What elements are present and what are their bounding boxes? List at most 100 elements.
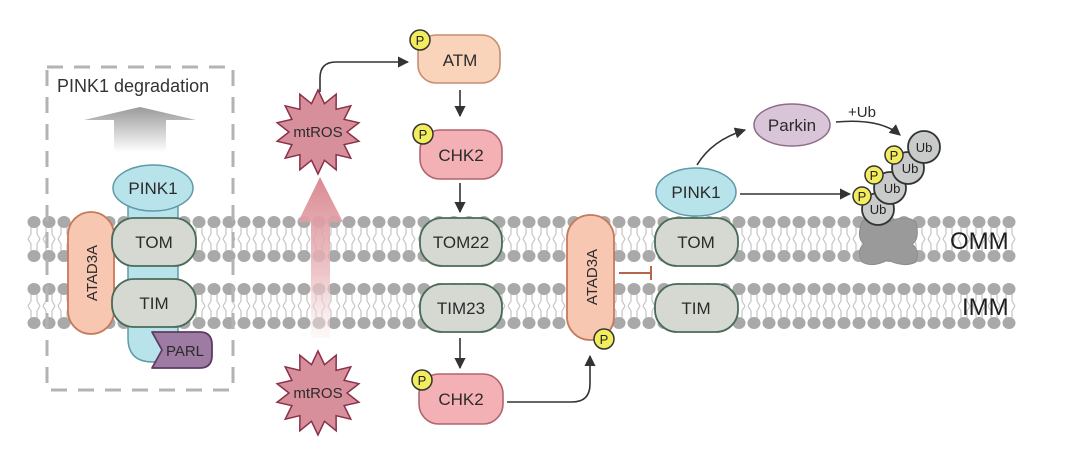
lipid-head: [972, 250, 986, 262]
atad3a-right: ATAD3A: [566, 214, 615, 341]
lipid-head: [987, 250, 1001, 262]
lipid-head: [402, 317, 416, 329]
lipid-head: [342, 250, 356, 262]
lipid-head: [207, 317, 221, 329]
lipid-head: [192, 216, 206, 228]
svg-text:P: P: [858, 189, 867, 204]
lipid-head: [957, 283, 971, 295]
lipid-head: [1002, 283, 1016, 295]
lipid-head: [912, 283, 926, 295]
pink1-degradation-box: [45, 65, 235, 392]
svg-text:Ub: Ub: [902, 161, 919, 176]
lipid-head: [987, 283, 1001, 295]
svg-text:TOM22: TOM22: [433, 233, 489, 252]
omm-substrate-protein: [858, 217, 918, 266]
lipid-head: [627, 317, 641, 329]
lipid-head: [282, 250, 296, 262]
lipid-head: [522, 317, 536, 329]
parkin-ubiquitination-arrow: [835, 120, 901, 136]
degradation-arrow-icon: [84, 107, 196, 152]
lipid-head: [537, 250, 551, 262]
lipid-head: [897, 317, 911, 329]
lipid-head: [327, 283, 341, 295]
chk2-top: CHK2: [419, 129, 503, 180]
lipid-head: [342, 283, 356, 295]
lipid-head: [612, 317, 626, 329]
lipid-head: [237, 250, 251, 262]
phospho-atad3a: P: [593, 328, 615, 350]
pink1-degradation-label: PINK1 degradation: [57, 76, 209, 96]
pink1-to-parkin-arrow: [696, 127, 747, 166]
lipid-head: [42, 317, 56, 329]
svg-text:P: P: [418, 373, 427, 388]
omm-label: OMM: [950, 228, 1009, 255]
lipid-head: [642, 216, 656, 228]
lipid-head: [612, 250, 626, 262]
lipid-head: [747, 216, 761, 228]
atad3a-inhibits-tom-tim: [619, 266, 652, 280]
lipid-head: [267, 250, 281, 262]
tom22: TOM22: [419, 217, 503, 267]
lipid-head: [957, 216, 971, 228]
svg-text:TIM23: TIM23: [437, 299, 485, 318]
lipid-head: [987, 216, 1001, 228]
lipid-head: [807, 283, 821, 295]
lipid-head: [27, 283, 41, 295]
lipid-head: [552, 317, 566, 329]
lipid-head: [762, 250, 776, 262]
lipid-head: [627, 216, 641, 228]
lipid-head: [867, 317, 881, 329]
lipid-head: [837, 250, 851, 262]
lipid-head: [822, 250, 836, 262]
mtros-to-atm-arrow: [319, 56, 410, 92]
svg-text:P: P: [890, 148, 899, 163]
lipid-head: [792, 250, 806, 262]
chk2-to-atad3a-arrow: [507, 354, 596, 403]
svg-text:P: P: [600, 332, 609, 347]
phospho-chk2-top: P: [412, 123, 434, 145]
lipid-head: [387, 250, 401, 262]
imm-label: IMM: [962, 294, 1009, 321]
lipid-head: [252, 283, 266, 295]
ub-4: Ub: [907, 130, 941, 164]
lipid-head: [267, 283, 281, 295]
tim-right: TIM: [654, 283, 739, 333]
lipid-head: [1002, 317, 1016, 329]
lipid-head: [792, 317, 806, 329]
lipid-head: [852, 283, 866, 295]
lipid-head: [297, 317, 311, 329]
phospho-ub-3: P: [884, 145, 904, 165]
lipid-head: [507, 283, 521, 295]
lipid-head: [357, 283, 371, 295]
pink1-right: PINK1: [655, 167, 737, 217]
lipid-head: [372, 216, 386, 228]
lipid-head: [252, 250, 266, 262]
lipid-head: [642, 317, 656, 329]
lipid-head: [252, 216, 266, 228]
svg-text:Ub: Ub: [884, 181, 901, 196]
svg-text:P: P: [419, 127, 428, 142]
svg-text:P: P: [870, 168, 879, 183]
lipid-head: [372, 317, 386, 329]
svg-text:P: P: [416, 33, 425, 48]
phospho-atm: P: [409, 29, 431, 51]
lipid-head: [402, 283, 416, 295]
lipid-head: [612, 283, 626, 295]
lipid-head: [387, 283, 401, 295]
phospho-ub-1: P: [852, 186, 872, 206]
lipid-head: [27, 317, 41, 329]
lipid-head: [867, 283, 881, 295]
lipid-head: [762, 216, 776, 228]
lipid-head: [612, 216, 626, 228]
tom-right: TOM: [654, 217, 739, 267]
lipid-head: [537, 283, 551, 295]
svg-text:mtROS: mtROS: [293, 124, 342, 141]
svg-text:TIM: TIM: [139, 294, 168, 313]
lipid-head: [747, 317, 761, 329]
lipid-head: [282, 216, 296, 228]
tim-left: TIM: [111, 278, 197, 328]
lipid-head: [372, 250, 386, 262]
lipid-head: [192, 317, 206, 329]
lipid-head: [267, 216, 281, 228]
lipid-head: [972, 283, 986, 295]
